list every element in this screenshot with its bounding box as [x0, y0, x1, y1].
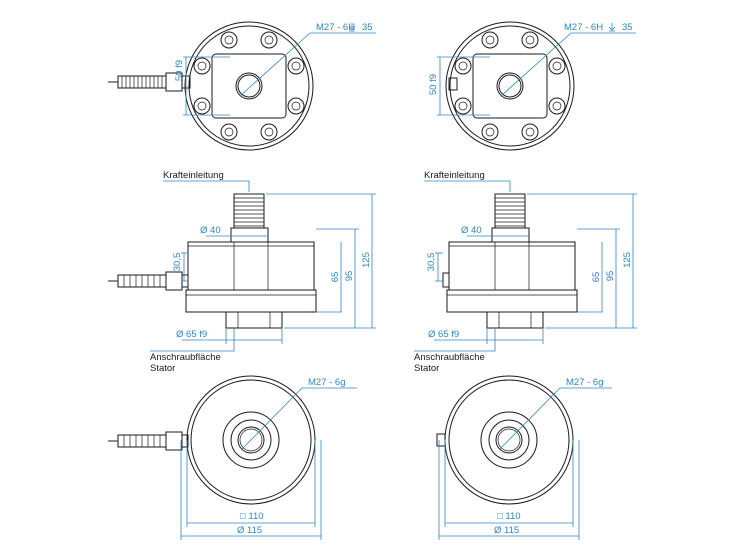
dia-bottom-label-left: Ø 65 f9: [176, 329, 207, 340]
pitch-label-top-left: 50 f9: [174, 60, 185, 81]
thread-lines-right: [495, 197, 525, 227]
height-125-label-left: 125: [361, 252, 372, 268]
depth-label-top-left: 35: [362, 22, 373, 33]
height-125-label-right: 125: [622, 252, 633, 268]
mount-label-right-1: Anschraubfläche: [414, 352, 485, 363]
thread-label-bottom-left: M27 - 6g: [308, 377, 346, 388]
dia-label-bottom-left: Ø 115: [237, 525, 262, 536]
side-left-view: Krafteinleitung Ø 40 30,5 65 95 125 Ø 65…: [108, 170, 376, 374]
bottom-right-view: M27 - 6g □ 110 Ø 115: [436, 375, 612, 540]
square-label-bottom-right: □ 110: [497, 511, 521, 522]
top-right-view: M27 - 6H 35 50 f9: [428, 21, 636, 151]
dia-bottom-label-right: Ø 65 f9: [428, 329, 459, 340]
dia-top-label-right: Ø 40: [461, 225, 482, 236]
depth-label-top-right: 35: [622, 22, 633, 33]
square-label-bottom-left: □ 110: [240, 511, 264, 522]
force-label-right: Krafteinleitung: [424, 170, 485, 181]
height-65-label-left: 65: [330, 272, 341, 283]
pitch-label-top-right: 50 f9: [428, 74, 439, 95]
height-65-label-right: 65: [591, 272, 602, 283]
dia-top-label-left: Ø 40: [200, 225, 221, 236]
bottom-left-view: M27 - 6g □ 110 Ø 115: [108, 375, 357, 540]
thread-label-top-left: M27 - 6H: [316, 22, 355, 33]
bolt-holes-top-right: [454, 31, 566, 141]
height-cable-label-left: 30,5: [172, 253, 183, 272]
mount-label-left-2: Stator: [150, 363, 175, 374]
height-95-label-left: 95: [344, 271, 355, 282]
dia-label-bottom-right: Ø 115: [494, 525, 519, 536]
height-cable-label-right: 30,5: [426, 253, 437, 272]
top-left-view: M27 - 6H 35 50 f9: [108, 21, 376, 151]
mount-label-left-1: Anschraubfläche: [150, 352, 221, 363]
bolt-holes-top-left: [193, 31, 305, 141]
thread-label-bottom-right: M27 - 6g: [566, 377, 604, 388]
force-label-left: Krafteinleitung: [163, 170, 224, 181]
thread-lines-left: [234, 197, 264, 227]
height-95-label-right: 95: [605, 271, 616, 282]
thread-label-top-right: M27 - 6H: [564, 22, 603, 33]
mount-label-right-2: Stator: [414, 363, 439, 374]
side-right-view: Krafteinleitung Ø 40 30,5 65 95 125 Ø 65…: [414, 170, 637, 374]
